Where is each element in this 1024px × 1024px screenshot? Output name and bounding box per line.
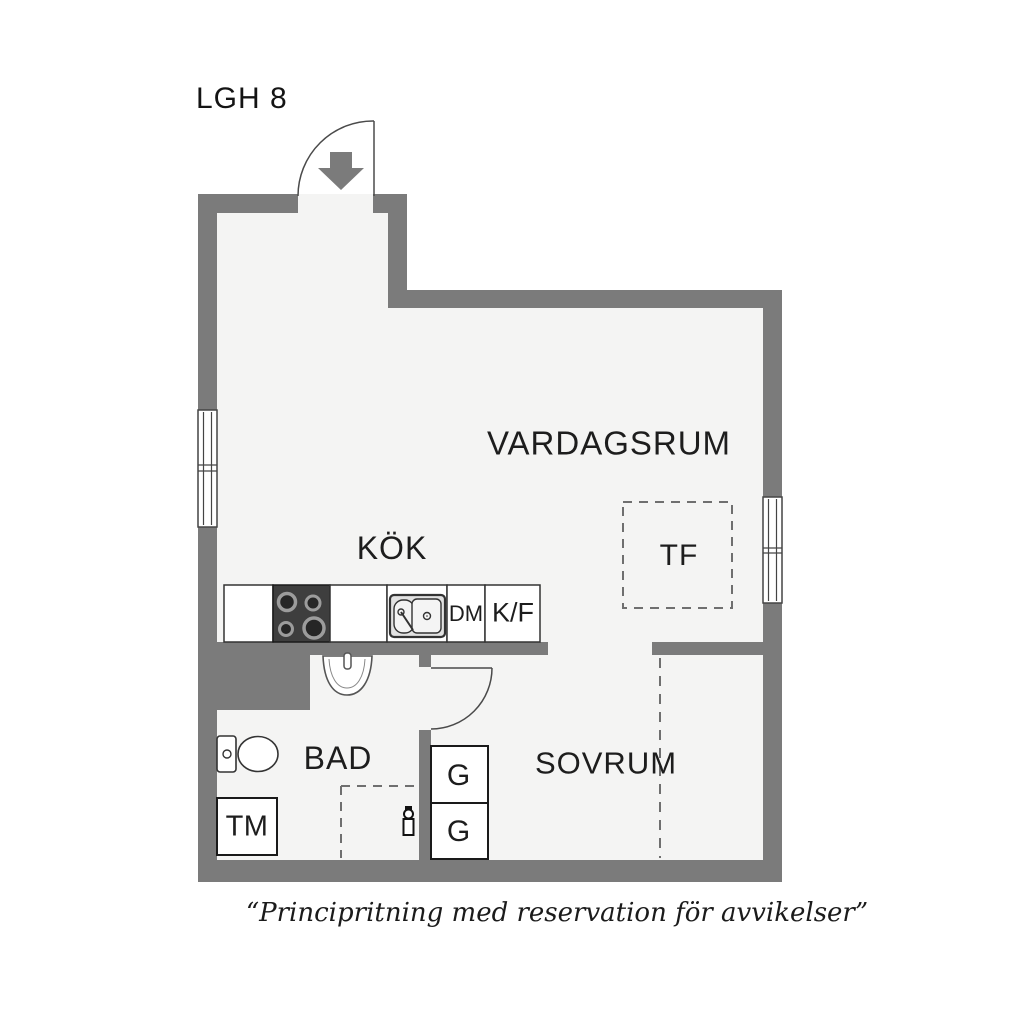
apartment-label: LGH 8 <box>196 82 288 115</box>
wall-segment <box>388 194 407 308</box>
fridge-freezer-label: K/F <box>491 597 535 628</box>
wall-segment <box>652 642 763 655</box>
room-label-kitchen: KÖK <box>356 530 428 566</box>
wardrobe-label: G <box>446 759 472 792</box>
shower-dashed-area <box>340 785 417 858</box>
walls <box>198 194 782 882</box>
floor-area <box>217 213 763 860</box>
wall-segment <box>198 194 298 213</box>
interior-floor <box>217 194 763 860</box>
window-icon <box>197 409 218 528</box>
wall-segment <box>198 860 782 882</box>
entrance-door-icon <box>297 120 375 197</box>
wall-segment <box>217 642 310 710</box>
toilet-icon <box>216 735 279 773</box>
tf-label: TF <box>659 539 699 572</box>
washbasin-icon <box>322 652 373 696</box>
fridge-freezer-cell <box>484 584 541 643</box>
kitchen-counter <box>223 584 541 643</box>
wardrobe-box <box>430 745 489 804</box>
wardrobe-label: G <box>446 815 472 848</box>
washing-machine-label: TM <box>225 810 269 843</box>
tf-dashed-area <box>622 501 733 609</box>
stove-burners <box>276 591 326 640</box>
wall-segment <box>198 194 217 882</box>
wall-segment <box>419 730 431 860</box>
disclaimer-caption: “Principritning med reservation för avvi… <box>245 898 869 928</box>
room-label-bath: BAD <box>303 740 373 776</box>
wall-segment <box>419 655 431 667</box>
sink-icon <box>388 593 447 639</box>
counter-cabinet <box>329 584 388 643</box>
room-label-living: VARDAGSRUM <box>486 424 732 462</box>
washing-machine-box <box>216 797 278 856</box>
shower-mixer-icon <box>402 806 415 836</box>
entrance-arrow-icon <box>318 152 364 190</box>
dishwasher-cell <box>446 584 486 643</box>
dishwasher-label: DM <box>448 601 484 626</box>
window-icon <box>762 496 783 604</box>
counter-cabinet <box>223 584 274 643</box>
entrance-threshold <box>298 194 373 213</box>
bathroom-door-icon <box>430 667 493 730</box>
wardrobe-box <box>430 802 489 860</box>
wall-segment <box>407 290 782 308</box>
room-label-bedroom: SOVRUM <box>534 745 678 781</box>
